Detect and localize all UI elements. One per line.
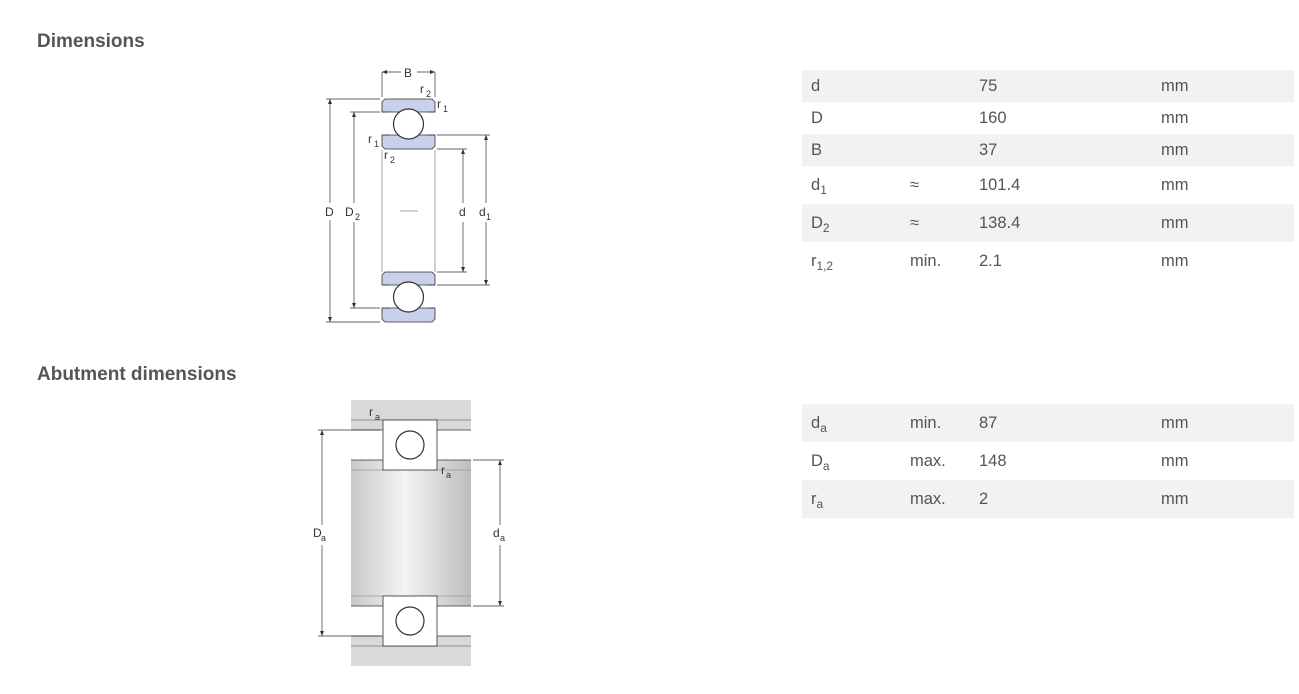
table-row: D 160 mm	[802, 102, 1294, 134]
label-d: d	[459, 205, 466, 219]
abutment-dimension-lines	[318, 429, 504, 637]
svg-text:a: a	[321, 533, 326, 543]
qualifier-cell: min.	[910, 251, 942, 270]
dimensions-table: d 75 mm D 160 mm B 37 mm d1 ≈ 101.4 mm D…	[802, 70, 1294, 280]
symbol-cell: d	[802, 70, 901, 102]
label-r1-top: r	[437, 97, 441, 111]
qualifier-cell: min.	[901, 404, 970, 442]
abutment-dimensions-heading: Abutment dimensions	[37, 364, 237, 385]
table-row: D2 ≈ 138.4 mm	[802, 204, 1294, 242]
symbol-cell: da	[802, 404, 901, 442]
symbol-cell: D2	[802, 204, 901, 242]
unit-cell: mm	[1161, 108, 1189, 127]
table-row: d 75 mm	[802, 70, 1294, 102]
label-ra-top: r	[369, 405, 373, 419]
value-cell: 101.4	[979, 175, 1021, 194]
symbol-cell: ra	[802, 480, 901, 518]
value-cell: 75	[970, 70, 1152, 102]
table-row: da min. 87 mm	[802, 404, 1294, 442]
qualifier-cell	[901, 134, 970, 166]
label-D: D	[325, 205, 334, 219]
label-d1: d	[479, 205, 486, 219]
bearing-cross-section	[381, 98, 436, 323]
unit-cell: mm	[1152, 480, 1294, 518]
svg-text:1: 1	[374, 139, 379, 149]
qualifier-cell: ≈	[910, 175, 920, 194]
value-cell: 138.4	[970, 204, 1152, 242]
abutment-labels: D a d a r a r a	[313, 405, 505, 543]
table-row: ra max. 2 mm	[802, 480, 1294, 518]
table-row: B 37 mm	[802, 134, 1294, 166]
unit-cell: mm	[1161, 175, 1189, 194]
qualifier-cell: max.	[910, 451, 946, 470]
label-r2-bottom: r	[384, 148, 388, 162]
svg-text:a: a	[375, 412, 380, 422]
unit-cell: mm	[1152, 404, 1294, 442]
svg-text:1: 1	[443, 104, 448, 114]
dimension-labels: B D D 2 d d 1 r 2 r 1 r 1 r 2	[325, 66, 491, 222]
dimensions-heading: Dimensions	[37, 31, 145, 52]
unit-cell: mm	[1152, 134, 1294, 166]
unit-cell: mm	[1161, 451, 1189, 470]
unit-cell: mm	[1152, 204, 1294, 242]
symbol-cell: Da	[811, 451, 830, 473]
label-B: B	[404, 66, 412, 80]
symbol-cell: B	[802, 134, 901, 166]
value-cell: 87	[970, 404, 1152, 442]
label-da: d	[493, 526, 500, 540]
label-r1-left: r	[368, 132, 372, 146]
label-ra-mid: r	[441, 463, 445, 477]
label-D2: D	[345, 205, 354, 219]
svg-text:2: 2	[355, 212, 360, 222]
value-cell: 148	[979, 451, 1007, 470]
symbol-cell: d1	[811, 175, 827, 197]
svg-text:2: 2	[426, 89, 431, 99]
table-row: d1 ≈ 101.4 mm	[802, 166, 1294, 204]
unit-cell: mm	[1161, 251, 1189, 270]
abutment-cross-section	[351, 400, 471, 666]
svg-text:2: 2	[390, 155, 395, 165]
svg-text:1: 1	[486, 212, 491, 222]
value-cell: 2.1	[979, 251, 1002, 270]
unit-cell: mm	[1152, 70, 1294, 102]
symbol-cell: r1,2	[811, 251, 834, 273]
abutment-dimensions-table: da min. 87 mm Da max. 148 mm ra max. 2 m…	[802, 404, 1294, 518]
qualifier-cell: max.	[901, 480, 970, 518]
symbol-cell: D	[811, 108, 823, 127]
label-Da: D	[313, 526, 322, 540]
dimension-lines	[326, 70, 490, 323]
value-cell: 2	[970, 480, 1152, 518]
table-row: Da max. 148 mm	[802, 442, 1294, 480]
table-row: r1,2 min. 2.1 mm	[802, 242, 1294, 280]
qualifier-cell: ≈	[901, 204, 970, 242]
svg-text:a: a	[446, 470, 451, 480]
qualifier-cell	[901, 70, 970, 102]
label-r2-top: r	[420, 82, 424, 96]
value-cell: 37	[970, 134, 1152, 166]
value-cell: 160	[979, 108, 1007, 127]
qualifier-cell	[901, 102, 970, 134]
svg-text:a: a	[500, 533, 505, 543]
